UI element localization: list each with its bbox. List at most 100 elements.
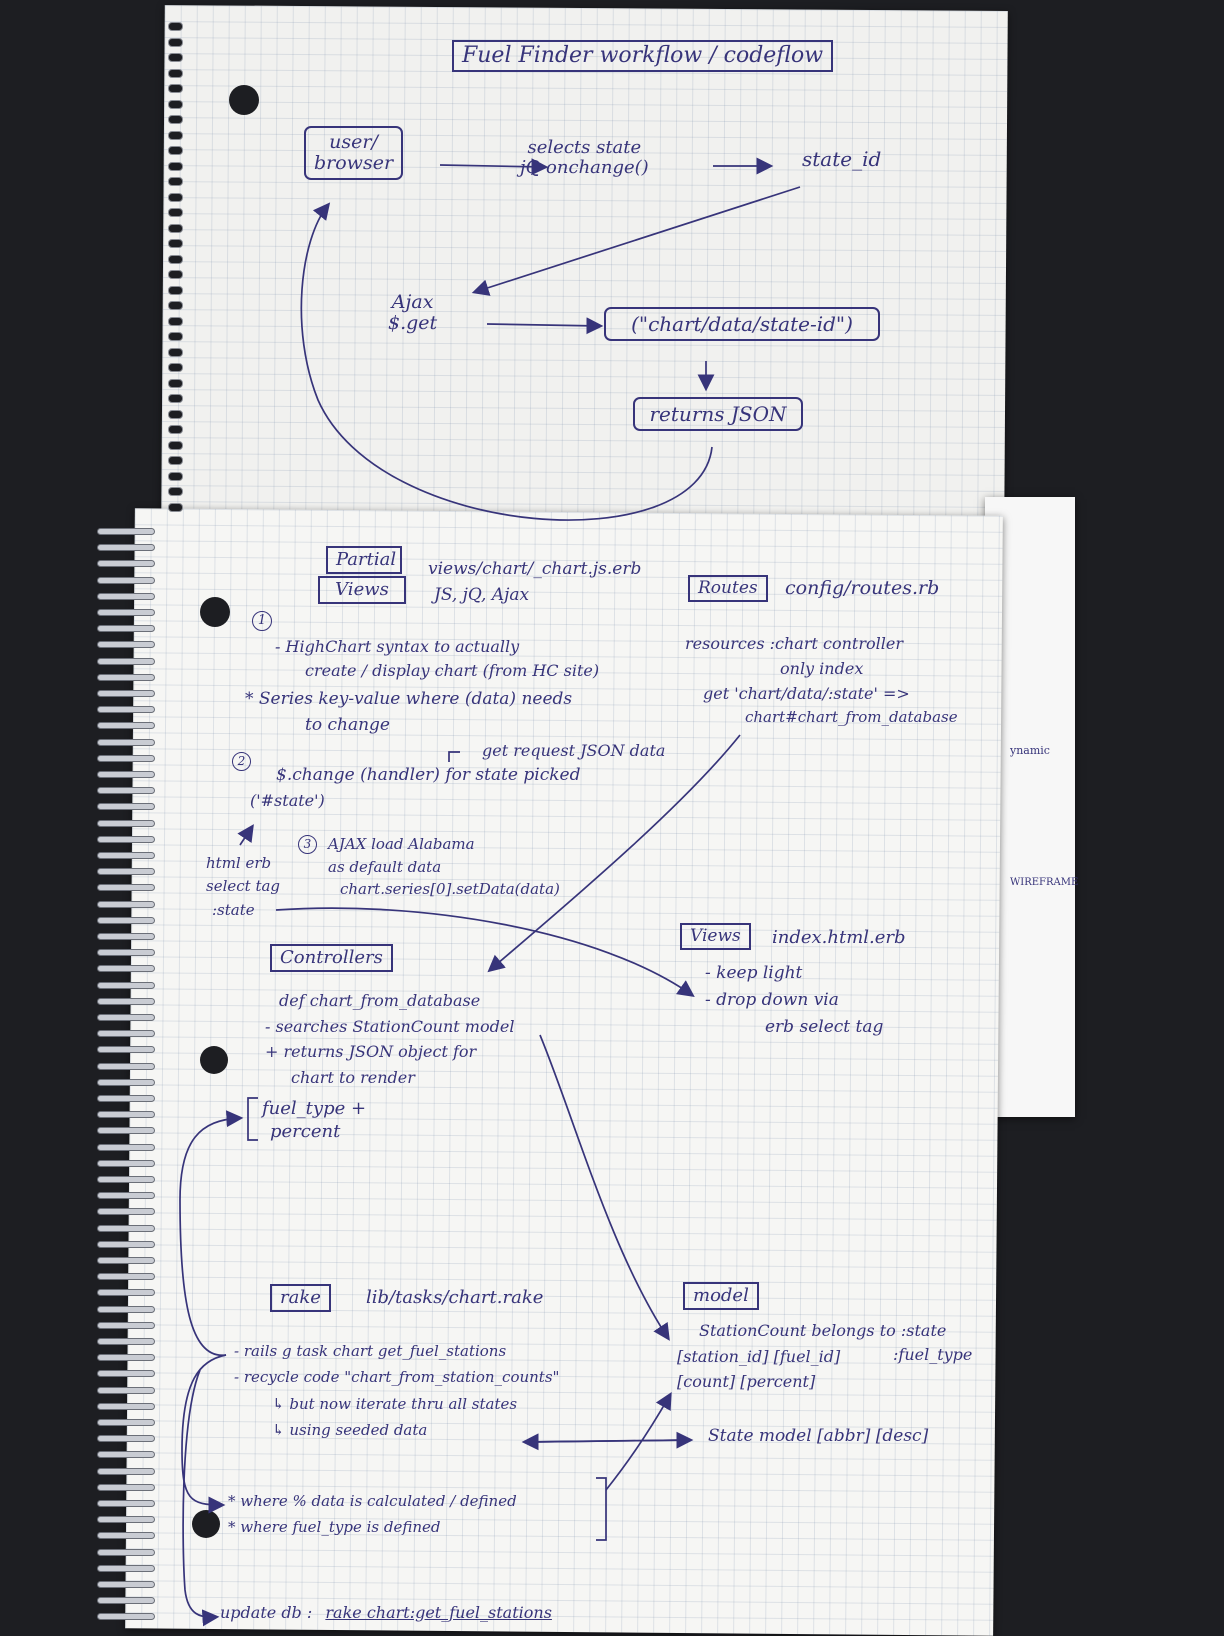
spiral-coil	[97, 1467, 155, 1475]
notebook-hole	[229, 85, 259, 115]
arrow-user-to-select	[439, 158, 549, 176]
spiral-coil	[168, 239, 183, 248]
spiral-coil	[168, 223, 183, 233]
spiral-coil	[97, 1046, 155, 1054]
user-browser-box: user/ browser	[304, 126, 404, 180]
rake-file: lib/tasks/chart.rake	[366, 1287, 544, 1308]
state-id-label: state_id	[802, 147, 882, 171]
spiral-coil	[97, 787, 155, 795]
spiral-coil	[97, 722, 155, 730]
spiral-coil	[168, 84, 183, 93]
controllers-lines: def chart_from_database - searches Stati…	[265, 991, 515, 1087]
arrow-html-to-selector	[237, 824, 254, 846]
state-model-label: State model [abbr] [desc]	[708, 1426, 929, 1446]
spiral-coil	[97, 1240, 155, 1248]
spiral-coil	[97, 609, 155, 616]
spiral-coil	[97, 1435, 155, 1443]
chart-data-url-box: ("chart/data/state-id")	[604, 307, 880, 341]
views-file: index.html.erb	[772, 927, 906, 948]
bracket-notes	[596, 1477, 607, 1541]
partial-description: views/chart/_chart.js.erb JS, jQ, Ajax	[428, 559, 642, 605]
spiral-coil	[97, 1370, 155, 1378]
spiral-coil	[97, 852, 155, 859]
spiral-coil	[168, 161, 183, 171]
views-lines: - keep light - drop down via erb select …	[705, 963, 884, 1038]
spiral-coil	[97, 528, 155, 535]
update-db-label: update db : rake chart:get_fuel_stations	[220, 1603, 552, 1622]
spiral-coil	[97, 1581, 155, 1588]
spiral-coil	[168, 208, 183, 217]
spiral-coil	[168, 68, 183, 78]
spiral-coil	[168, 99, 183, 109]
spiral-coil	[97, 1386, 155, 1394]
spiral-coil	[168, 502, 183, 512]
select-state-label: selects state jQ onchange()	[520, 137, 649, 178]
spiral-coil	[168, 394, 183, 403]
spiral-coil	[97, 1078, 155, 1086]
routes-file: config/routes.rb	[785, 577, 940, 599]
spiral-coil	[97, 884, 155, 892]
step-2-line: $.change (handler) for state picked	[276, 765, 581, 785]
spiral-coil	[97, 673, 155, 681]
spiral-coil	[97, 560, 155, 568]
series-note: * Series key-value where (data) needs to…	[245, 689, 573, 735]
spiral-coil	[168, 270, 183, 279]
spiral-coil	[97, 1516, 155, 1524]
spiral-coil	[97, 965, 155, 973]
spiral-coil	[97, 1030, 155, 1038]
spiral-coil	[168, 471, 183, 481]
model-lines: StationCount belongs to :state [station_…	[677, 1321, 947, 1392]
spiral-coil	[97, 738, 155, 746]
partial-views-box: Partial Views	[318, 546, 406, 604]
arrow-rake-to-notes	[181, 1354, 227, 1514]
returns-json-box: returns JSON	[633, 397, 803, 431]
spiral-coil	[168, 301, 183, 310]
arrow-state-to-views	[275, 907, 695, 997]
spiral-coil	[168, 22, 183, 31]
spiral-coil	[97, 1159, 155, 1167]
spiral-coil	[168, 192, 183, 202]
arrow-routes-to-controllers	[487, 734, 741, 973]
spiral-coil	[97, 544, 155, 552]
step-3-number: 3	[298, 835, 317, 854]
spiral-coil	[97, 1192, 155, 1200]
arrow-state-model-to-seeded	[521, 1433, 691, 1451]
spiral-coil	[168, 316, 183, 326]
spiral-coil	[97, 1321, 155, 1329]
spiral-coil	[97, 1500, 155, 1507]
arrow-json-to-user	[300, 202, 713, 521]
fuel-type-percent: fuel_type + percent	[262, 1098, 367, 1143]
step-2-number: 2	[232, 752, 251, 771]
spiral-coil	[97, 835, 155, 843]
rake-box: rake	[270, 1284, 331, 1312]
spiral-coil	[97, 1257, 155, 1264]
notebook-hole	[200, 597, 230, 627]
spiral-coil	[168, 146, 183, 155]
spiral-coil	[168, 332, 183, 341]
spiral-coil	[97, 657, 155, 665]
bracket-get-request	[448, 751, 460, 762]
fuel-type-fk: :fuel_type	[893, 1345, 973, 1364]
side-note-dynamic: ynamic	[1010, 744, 1050, 757]
spiral-coil	[168, 177, 183, 186]
spiral-coil	[168, 115, 183, 124]
spiral-coil	[97, 592, 155, 600]
spiral-coil	[97, 771, 155, 778]
spiral-coil	[97, 803, 155, 811]
spiral-coil	[97, 1273, 155, 1281]
spiral-coil	[97, 819, 155, 827]
spiral-coil	[168, 440, 183, 450]
spiral-coil	[168, 487, 183, 496]
step-1-lines: - HighChart syntax to actually create / …	[275, 637, 600, 680]
spiral-coil	[97, 1111, 155, 1119]
spiral-coil	[97, 916, 155, 924]
arrow-stateid-to-ajax	[471, 186, 801, 296]
spiral-coil	[97, 641, 155, 649]
get-request-note: get request JSON data	[482, 741, 666, 760]
step-1-number: 1	[252, 611, 272, 631]
diagram-title: Fuel Finder workflow / codeflow	[452, 40, 834, 73]
spiral-coil	[97, 1597, 155, 1605]
html-erb-note: html erb select tag :state	[206, 854, 281, 919]
spiral-coil	[168, 285, 183, 295]
spiral-coil	[97, 933, 155, 940]
